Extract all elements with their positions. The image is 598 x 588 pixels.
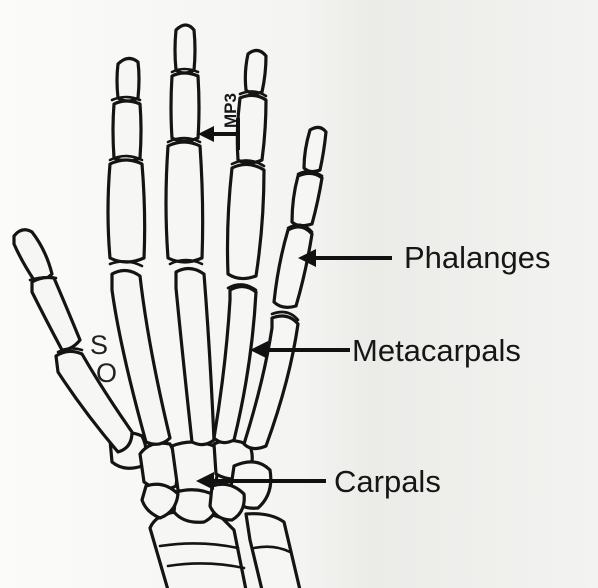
mp3-label: MP3 [221, 93, 240, 128]
forearm-bones [150, 512, 300, 588]
metacarpals-label: Metacarpals [352, 333, 521, 368]
phalanges-label: Phalanges [404, 240, 551, 275]
o-label: O [96, 358, 117, 388]
carpals-label: Carpals [334, 464, 441, 499]
s-label: S [90, 330, 108, 360]
